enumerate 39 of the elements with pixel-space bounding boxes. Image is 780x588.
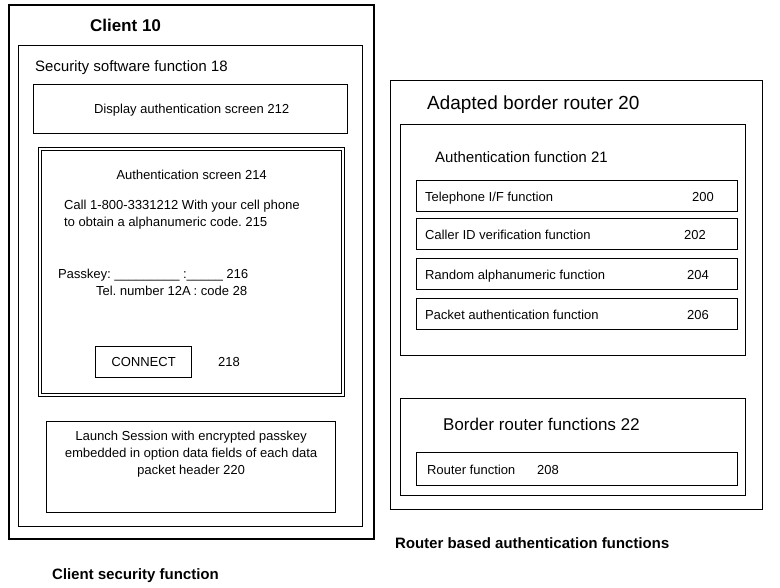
figure-caption: Router based authentication functions (395, 535, 670, 552)
reference-number: 204 (687, 267, 709, 282)
figure-caption: Client security function (52, 566, 219, 583)
function-panel (18, 45, 363, 527)
reference-number: 206 (687, 307, 709, 322)
function-box (416, 180, 738, 212)
screen-text: Call 1-800-3331212 With your cell phone to obtain a alphanumeric code. 215 (64, 197, 301, 231)
router-panel (390, 80, 763, 510)
box-label: CONNECT (110, 354, 177, 369)
function-label: Random alphanumeric function (425, 267, 605, 282)
screen-panel (38, 147, 345, 397)
function-box (416, 298, 738, 330)
connect-button (95, 346, 192, 378)
heading: Authentication screen 214 (115, 167, 268, 182)
function-label: Packet authentication function (425, 307, 598, 322)
function-label: Caller ID verification function (425, 227, 590, 242)
box-label: Adapted border router 20 (427, 93, 640, 115)
box-label: Security software function 18 (35, 58, 228, 75)
box-label: Launch Session with encrypted passkey embedded in option data fields of each data packet header 220 (64, 428, 318, 479)
screen-text: Tel. number 12A : code 28 (96, 283, 248, 298)
box-label: Display authentication screen 212 (92, 101, 290, 116)
reference-number: 202 (684, 227, 706, 242)
function-label: Router function (427, 462, 516, 477)
function-box (416, 218, 738, 250)
function-box (416, 258, 738, 290)
function-panel (400, 124, 746, 356)
box-label: Border router functions 22 (443, 415, 640, 435)
function-label: Telephone I/F function (425, 189, 553, 204)
reference-number: 208 (537, 462, 559, 477)
screen-text: Passkey: _________ :_____ 216 (58, 266, 248, 281)
function-panel (400, 398, 746, 496)
reference-number: 200 (692, 189, 714, 204)
process-box (46, 421, 336, 513)
box-label: Authentication function 21 (435, 149, 608, 166)
process-box (33, 84, 348, 134)
reference-number: 218 (218, 354, 240, 369)
function-box (416, 452, 738, 486)
box-label: Client 10 (90, 16, 161, 36)
client-panel (8, 4, 375, 540)
